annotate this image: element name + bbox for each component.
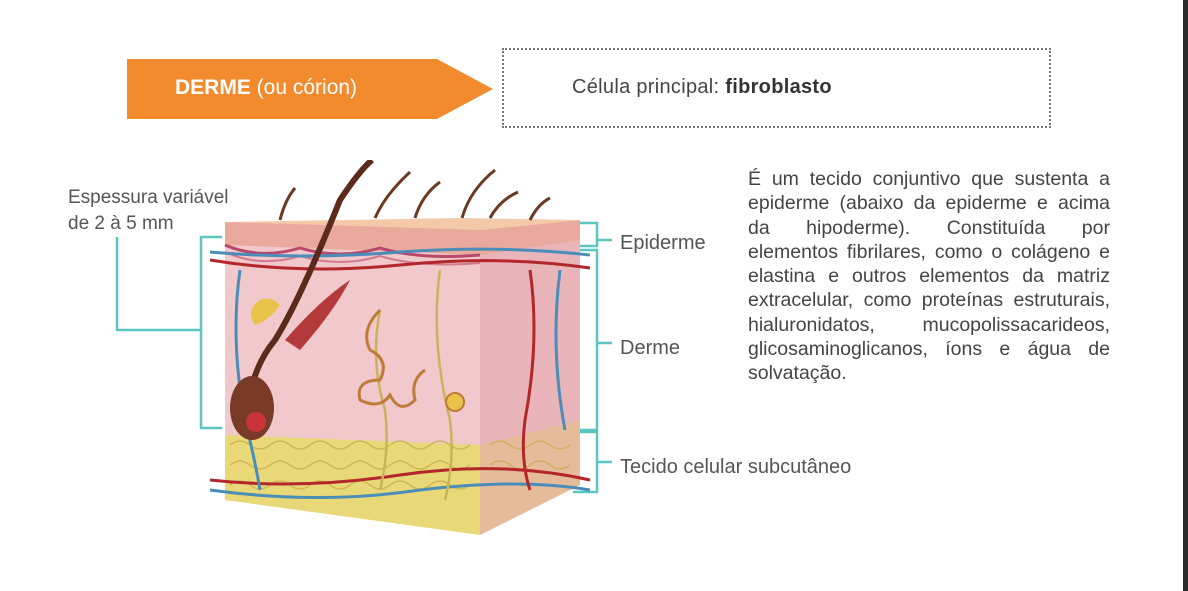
artery xyxy=(209,467,591,486)
banner-title-light: (ou córion) xyxy=(250,76,358,99)
thickness-label: Espessura variável de 2 à 5 mm xyxy=(68,185,229,237)
hair-shaft xyxy=(245,160,374,416)
thickness-leader xyxy=(115,237,201,332)
epidermis-layer xyxy=(225,220,580,255)
description-text: É um tecido conjuntivo que sustenta a ep… xyxy=(748,168,1110,385)
receptor xyxy=(445,392,465,412)
sweat-gland xyxy=(357,308,426,408)
thickness-bracket xyxy=(199,235,222,430)
banner-arrow-shape xyxy=(127,59,493,119)
main-cell-prefix: Célula principal: xyxy=(572,76,726,98)
derme-banner: DERME (ou córion) xyxy=(127,59,497,119)
page-edge-bar xyxy=(1183,0,1188,591)
main-cell-value: fibroblasto xyxy=(725,76,832,98)
label-subcutaneo: Tecido celular subcutâneo xyxy=(620,456,852,478)
label-derme: Derme xyxy=(620,337,681,359)
thickness-line1: Espessura variável xyxy=(68,187,229,208)
vein xyxy=(209,482,591,499)
skin-cross-section-illustration xyxy=(209,160,591,535)
sebaceous-gland xyxy=(251,298,280,325)
banner-title-bold: DERME xyxy=(175,76,251,99)
surface-hairs xyxy=(278,168,551,221)
epiderme-bracket xyxy=(573,221,599,248)
banner-title: DERME (ou córion) xyxy=(175,76,357,100)
thickness-line2: de 2 à 5 mm xyxy=(68,213,174,234)
derme-bracket xyxy=(573,248,599,432)
label-epiderme: Epiderme xyxy=(620,232,706,254)
main-cell-box: Célula principal: fibroblasto xyxy=(502,48,1051,128)
main-cell-text: Célula principal: fibroblasto xyxy=(572,76,832,99)
arrector-pili-muscle xyxy=(285,280,350,350)
